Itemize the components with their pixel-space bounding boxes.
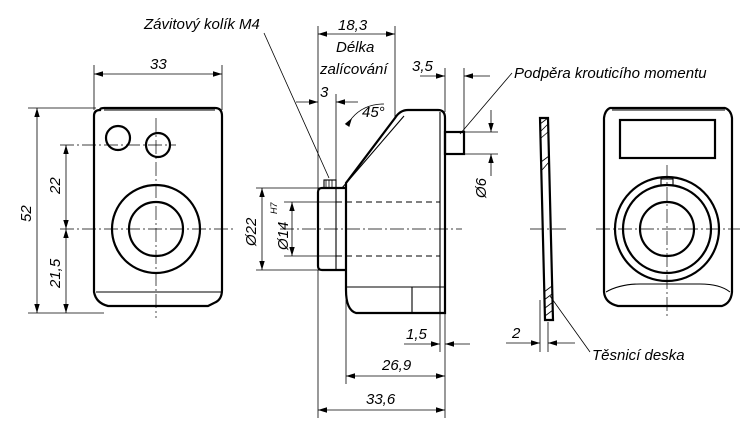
dim-21-5-label: 21,5 (47, 258, 64, 289)
engagement-length-label-1: Délka (336, 39, 374, 56)
angle-45-arc (351, 103, 385, 119)
seal-hatch-5 (541, 161, 550, 171)
dim-dia14-tolerance: H7 (269, 202, 279, 214)
front-view: 33 52 22 21,5 (18, 56, 236, 318)
dim-1-5-label: 1,5 (406, 326, 428, 343)
dim-3-5-label: 3,5 (412, 58, 434, 75)
seal-hatch-4 (540, 155, 550, 163)
side-torque-pin (443, 130, 466, 156)
side-view: Ø22 Ø14 H7 18,3 Délka zalícování 3 45° 3… (143, 16, 707, 418)
sealing-plate-view: 2 Těsnicí deska (506, 116, 685, 364)
side-spigot (316, 186, 346, 272)
dim-dia22-label: Ø22 (243, 217, 260, 247)
dim-6-label: Ø6 (473, 177, 490, 199)
seal-hatch-8 (544, 301, 554, 309)
seal-hatch-2 (539, 123, 549, 133)
set-screw-leader (263, 32, 330, 179)
set-screw-label: Závitový kolík M4 (143, 16, 260, 33)
rear-base-curve (605, 283, 731, 293)
torque-support-leader (459, 72, 513, 135)
angle-45-arrow (344, 117, 353, 127)
dim-18-3-label: 18,3 (338, 17, 368, 34)
seal-hatch-1 (539, 117, 549, 125)
seal-hatch-9 (544, 309, 554, 317)
torque-support-label: Podpěra krouticího momentu (514, 65, 707, 82)
angle-45-label: 45° (362, 104, 385, 121)
dim-33-label: 33 (150, 56, 167, 73)
dim-52-label: 52 (18, 205, 35, 222)
side-chamfer-2 (341, 115, 405, 189)
dim-33-6-label: 33,6 (366, 391, 396, 408)
rear-view (596, 106, 740, 316)
dim-26-9-label: 26,9 (381, 357, 412, 374)
seal-hatch-7 (543, 293, 553, 301)
seal-plate-outline (538, 116, 555, 322)
rear-window (618, 118, 717, 160)
seal-hatch-6 (543, 285, 553, 293)
dim-3-label: 3 (320, 84, 329, 101)
side-chamfer (345, 117, 396, 184)
dim-2-label: 2 (511, 325, 521, 342)
sealing-plate-leader (549, 295, 591, 353)
sealing-plate-label: Těsnicí deska (592, 347, 685, 364)
side-body-outline (344, 108, 447, 315)
seal-hatch-3 (540, 131, 549, 139)
front-small-hole-left (104, 124, 132, 152)
dim-dia14-label: Ø14 (275, 222, 292, 251)
front-body-outline (92, 106, 224, 308)
engagement-length-label-2: zalícování (319, 61, 389, 78)
dim-22-label: 22 (47, 177, 64, 195)
rear-body-outline (602, 106, 734, 308)
